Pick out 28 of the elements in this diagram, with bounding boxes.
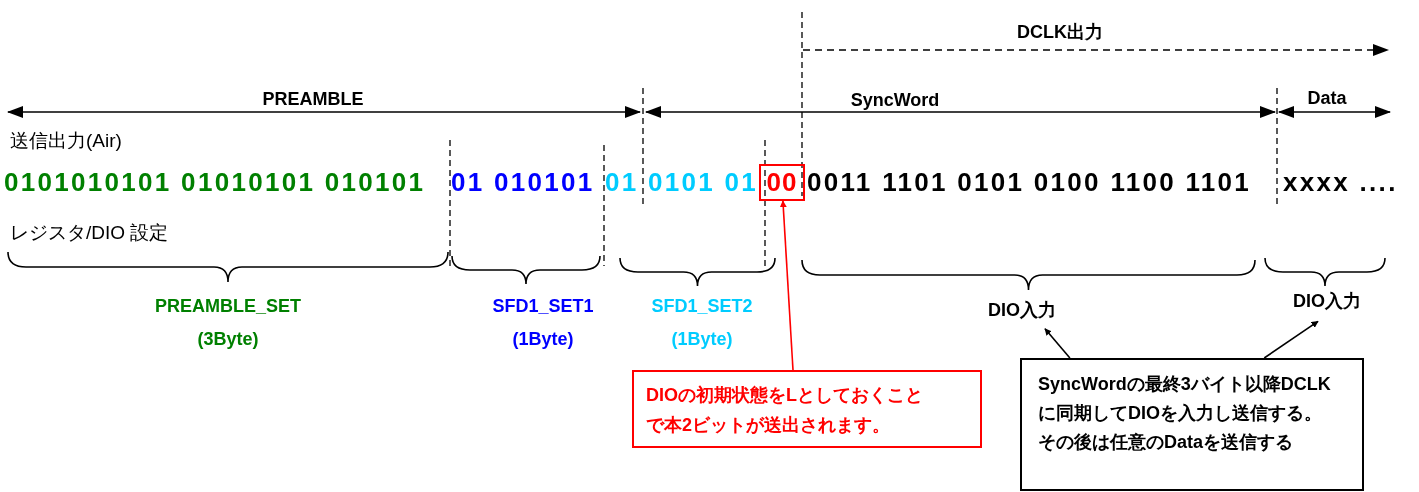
- note-text: DIOの初期状態をLとしておくことで本2ビットが送出されます。: [646, 384, 924, 437]
- dimension-label: SyncWord: [850, 90, 940, 111]
- row-label: 送信出力(Air): [10, 130, 122, 152]
- bit-sequence: 0011 1101 0101 0100 1100 1101: [807, 168, 1252, 198]
- highlight-box: [759, 164, 805, 201]
- note-box: [1020, 358, 1364, 491]
- field-name: SFD1_SET2: [651, 296, 753, 317]
- signal-label: DIO入力: [988, 299, 1056, 322]
- bit-sequence: 01 0101 01: [605, 168, 759, 198]
- field-size: (3Byte): [197, 329, 259, 350]
- field-name: PREAMBLE_SET: [155, 296, 301, 317]
- dimension-label: PREAMBLE: [262, 89, 364, 110]
- note-text: SyncWordの最終3バイト以降DCLKに同期してDIOを入力し送信する。その後は任意のDataを送信する: [1038, 373, 1332, 454]
- arrow: [1263, 320, 1319, 359]
- callout-box: [632, 370, 982, 448]
- row-label: レジスタ/DIO 設定: [10, 222, 169, 244]
- leader-arrow: [779, 200, 794, 371]
- dimension-label: Data: [1307, 88, 1347, 109]
- bit-sequence: 00: [766, 167, 798, 198]
- bit-sequence: 01 010101: [451, 168, 595, 198]
- bit-sequence: xxxx ....: [1283, 168, 1398, 198]
- dimension-label: DCLK出力: [1017, 22, 1103, 43]
- field-size: (1Byte): [512, 329, 574, 350]
- field-name: SFD1_SET1: [492, 296, 594, 317]
- field-size: (1Byte): [671, 329, 733, 350]
- signal-label: DIO入力: [1293, 290, 1361, 313]
- bit-sequence: 0101010101 01010101 010101: [4, 168, 426, 198]
- arrow: [1044, 327, 1071, 359]
